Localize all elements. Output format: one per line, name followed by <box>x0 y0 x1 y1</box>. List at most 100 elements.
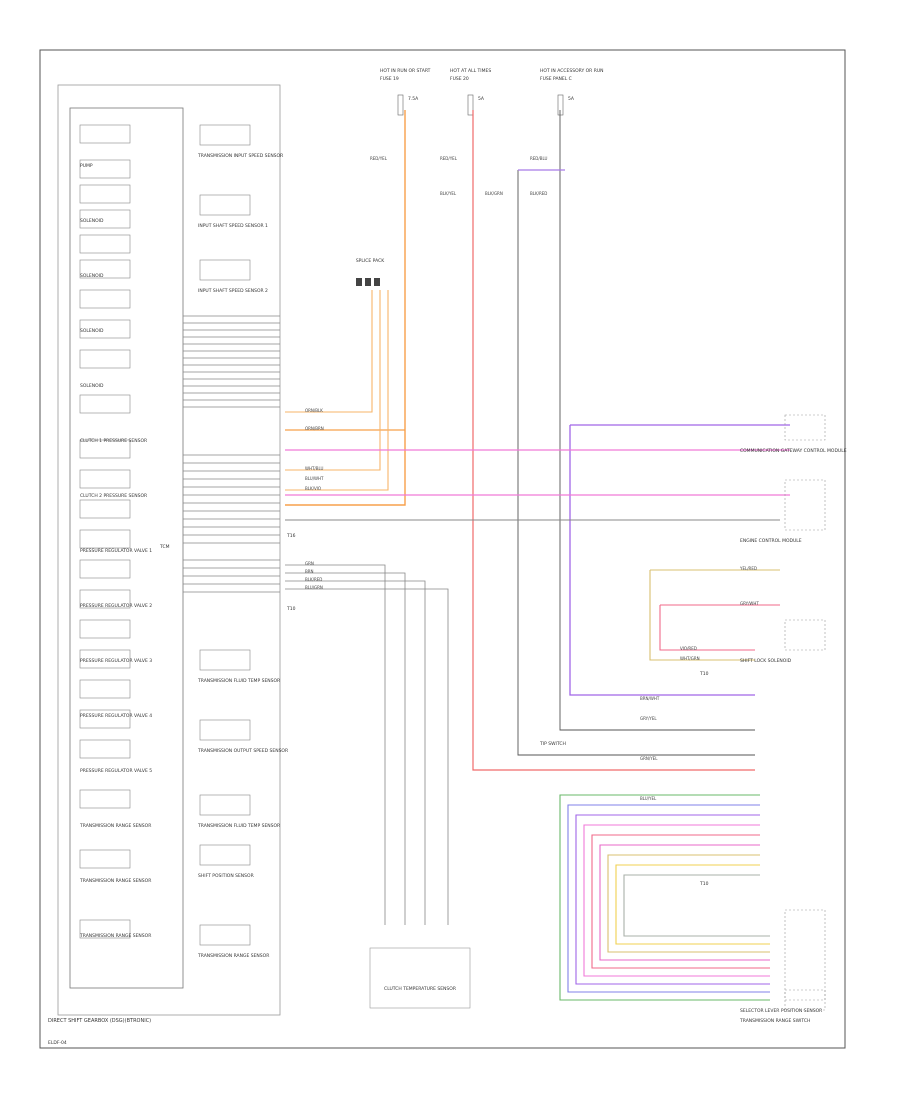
wire-label: WHT/GRN <box>680 656 700 661</box>
sensor-label: INPUT SHAFT SPEED SENSOR 2 <box>198 288 268 294</box>
fuse-name-label: FUSE PANEL C <box>540 76 572 82</box>
component-box <box>79 349 131 369</box>
right-component-label: ENGINE CONTROL MODULE <box>740 538 802 544</box>
wire-label: RED/BLU <box>530 156 548 161</box>
right-components: COMMUNICATION GATEWAY CONTROL MODULE ENGI… <box>286 414 847 1024</box>
component-box <box>79 289 131 309</box>
component-box <box>79 789 131 809</box>
fuse-top-label: HOT IN RUN OR START <box>380 68 431 74</box>
selector-wire <box>591 834 770 969</box>
wire-label: VIO/RED <box>680 646 697 651</box>
selector-wire <box>623 874 770 937</box>
component-label: SOLENOID <box>80 273 104 279</box>
component-label: PRESSURE REGULATOR VALVE 3 <box>80 658 152 664</box>
component-label: TRANSMISSION RANGE SENSOR <box>79 823 151 829</box>
component-label: PUMP <box>80 163 93 169</box>
sensor-box <box>199 649 251 671</box>
wire-label: RED/YEL <box>370 156 388 161</box>
right-component-box <box>784 619 826 651</box>
splice-3 <box>374 278 380 286</box>
wire-label: BRN <box>305 569 314 574</box>
component-box <box>79 619 131 639</box>
splice-1 <box>356 278 362 286</box>
sensor-box <box>199 844 251 866</box>
selector-wire <box>607 854 770 953</box>
connector-label: T10 <box>699 881 709 887</box>
selector-wire <box>615 864 770 945</box>
selector-wire <box>567 804 770 993</box>
right-component-box <box>784 989 826 1011</box>
selector-wire <box>583 824 770 977</box>
right-component-box <box>784 414 826 441</box>
component-box <box>79 184 131 204</box>
component-box <box>79 499 131 519</box>
component-box <box>79 679 131 699</box>
sensor-label: TRANSMISSION RANGE SENSOR <box>197 953 269 959</box>
component-label: CLUTCH 2 PRESSURE SENSOR <box>80 493 147 499</box>
component-box <box>79 739 131 759</box>
tcm-label: TCM <box>159 544 170 550</box>
component-box <box>79 209 131 229</box>
component-box <box>79 849 131 869</box>
diagram-caption: DIRECT SHIFT GEARBOX (DSG)(BTRONIC) <box>48 1018 151 1024</box>
clutch-wire <box>285 580 426 925</box>
component-box <box>79 439 131 459</box>
sensor-label: INPUT SHAFT SPEED SENSOR 1 <box>198 223 268 229</box>
wire-label: BLK/VIO <box>305 486 321 491</box>
sensor-box <box>199 794 251 816</box>
connector-label: T10 <box>286 606 296 612</box>
wire-label: GRY/YEL <box>640 716 657 721</box>
orange-wire <box>285 290 381 471</box>
black-wire <box>517 170 755 756</box>
wire-label: BLK/RED <box>305 577 322 582</box>
fuse-top-label: HOT IN ACCESSORY OR RUN <box>540 68 604 74</box>
orange-wire <box>285 290 389 491</box>
component-label: SOLENOID <box>80 328 104 334</box>
wire-label: BLK/GRN <box>485 191 503 196</box>
sensor-box <box>199 124 251 146</box>
sensor-label: SHIFT POSITION SENSOR <box>198 873 254 879</box>
wire-label: GRN/YEL <box>640 756 658 761</box>
orange-wire <box>285 290 373 413</box>
component-box <box>79 559 131 579</box>
right-component-label: COMMUNICATION GATEWAY CONTROL MODULE <box>740 448 847 454</box>
sensor-label: TRANSMISSION FLUID TEMP SENSOR <box>197 823 280 829</box>
component-label: CLUTCH 1 PRESSURE SENSOR <box>80 438 147 444</box>
wires <box>183 110 790 1001</box>
component-box <box>79 259 131 279</box>
orange-wire <box>285 110 406 506</box>
fuse-name-label: FUSE 20 <box>450 76 469 82</box>
component-box <box>79 469 131 489</box>
splice-pack-label: SPLICE PACK <box>356 258 385 264</box>
fuse-rating-label: 7.5A <box>408 96 419 102</box>
fuse-top-label: HOT AT ALL TIMES <box>450 68 491 74</box>
wire-label: BLU/YEL <box>640 796 657 801</box>
component-label: TRANSMISSION RANGE SENSOR <box>79 933 151 939</box>
sensor-label: TRANSMISSION INPUT SPEED SENSOR <box>197 153 283 159</box>
fuse-rating-label: 5A <box>568 96 575 102</box>
wire-label: BLU/WHT <box>305 476 324 481</box>
component-label: PRESSURE REGULATOR VALVE 2 <box>80 603 152 609</box>
sensor-box <box>199 259 251 281</box>
wire-label: GRY/WHT <box>740 601 759 606</box>
wire-label: RED/YEL <box>440 156 458 161</box>
component-label: PRESSURE REGULATOR VALVE 4 <box>80 713 152 719</box>
selector-wire <box>599 844 770 961</box>
clutch-wire <box>285 564 386 925</box>
fuse-symbol <box>557 94 564 116</box>
fuse-symbol <box>397 94 404 116</box>
component-box <box>79 919 131 939</box>
wire-label: GRN <box>305 561 314 566</box>
right-component-label: SHIFT LOCK SOLENOID <box>740 658 792 664</box>
wire-label: WHT/BLU <box>305 466 324 471</box>
component-label: SOLENOID <box>80 218 104 224</box>
component-box <box>79 709 131 729</box>
component-label: TRANSMISSION RANGE SENSOR <box>79 878 151 884</box>
component-label: PRESSURE REGULATOR VALVE 1 <box>80 548 152 554</box>
clutch-wire <box>285 588 449 925</box>
component-label: SOLENOID <box>80 383 104 389</box>
clutch-temp-sensor-label: CLUTCH TEMPERATURE SENSOR <box>384 986 456 992</box>
sensor-label: TRANSMISSION FLUID TEMP SENSOR <box>197 678 280 684</box>
